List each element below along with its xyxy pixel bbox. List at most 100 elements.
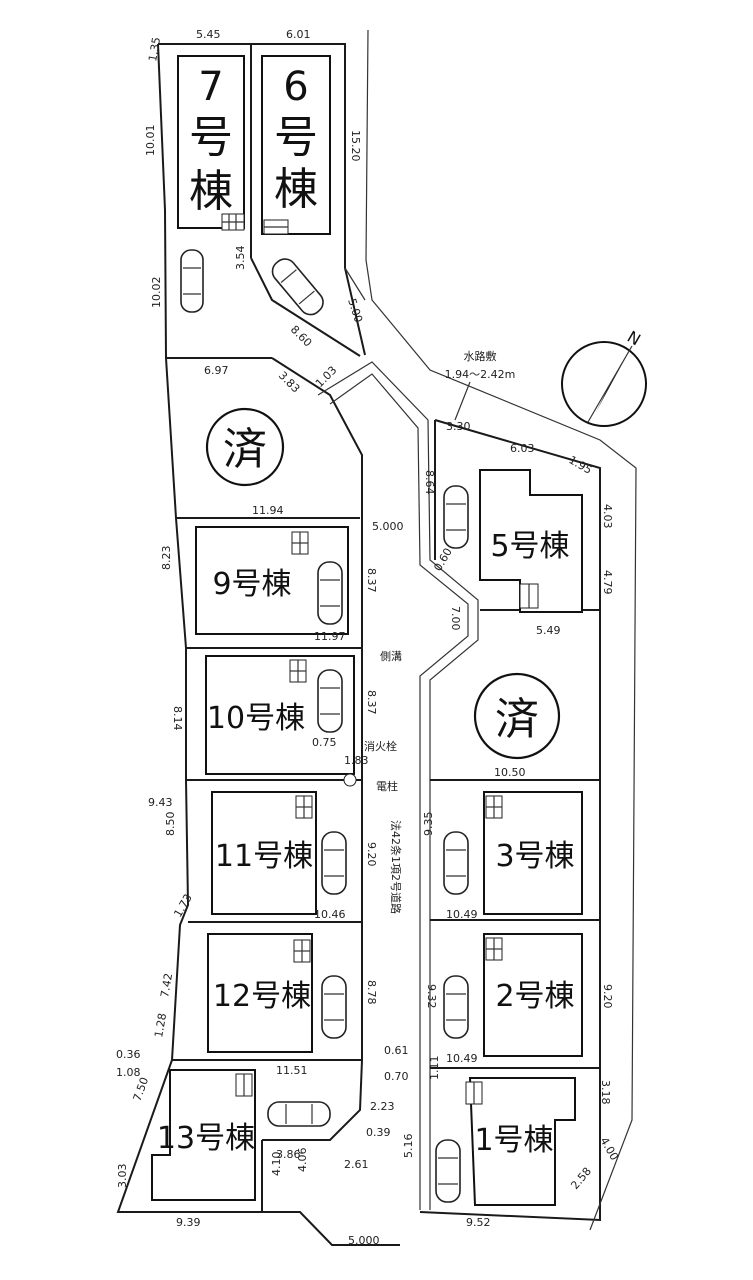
waterway-label: 水路敷 bbox=[464, 349, 497, 363]
lot3-label: 3号棟 bbox=[495, 839, 574, 874]
dim-1049b: 10.49 bbox=[446, 1052, 478, 1065]
dimension-labels: 5.45 6.01 1.35 10.01 15.20 10.02 3.54 8.… bbox=[116, 28, 621, 1247]
dim-850: 8.50 bbox=[164, 812, 177, 837]
dim-261: 2.61 bbox=[344, 1158, 369, 1171]
dim-403: 4.03 bbox=[601, 504, 614, 529]
building-5 bbox=[479, 469, 583, 613]
lot7-number: 7 bbox=[198, 64, 223, 110]
dim-135: 1.35 bbox=[146, 36, 163, 62]
dim-183: 1.83 bbox=[344, 754, 369, 767]
buildings bbox=[151, 55, 583, 1206]
dim-195: 1.95 bbox=[567, 453, 595, 477]
lot7-go: 号 bbox=[189, 112, 233, 163]
dim-864: 8.64 bbox=[423, 470, 436, 495]
lot11-label: 11号棟 bbox=[215, 839, 313, 874]
dim-516: 5.16 bbox=[402, 1134, 415, 1159]
dim-837a: 8.37 bbox=[365, 568, 378, 593]
lot6-go: 号 bbox=[274, 112, 318, 163]
lot13-label: 13号棟 bbox=[157, 1121, 255, 1156]
north-arrow: N bbox=[561, 327, 647, 427]
dim-1197: 11.97 bbox=[314, 630, 346, 643]
lot2-label: 2号棟 bbox=[495, 979, 574, 1014]
dim-601: 6.01 bbox=[286, 28, 311, 41]
dim-549: 5.49 bbox=[536, 624, 561, 637]
dim-410: 4.10 bbox=[270, 1152, 283, 1177]
dim-1520: 15.20 bbox=[349, 130, 362, 162]
stair-markers bbox=[221, 213, 539, 1105]
dim-386: 3.86 bbox=[276, 1148, 301, 1161]
lot12-label: 12号棟 bbox=[213, 979, 311, 1014]
car-lot12 bbox=[321, 975, 347, 1039]
pole-label: 電柱 bbox=[376, 779, 398, 793]
dim-1001: 10.01 bbox=[144, 125, 157, 157]
dim-700: 7.00 bbox=[449, 606, 462, 631]
dim-330: 3.30 bbox=[446, 420, 471, 433]
car-lot6 bbox=[271, 258, 324, 316]
dim-603: 6.03 bbox=[510, 442, 535, 455]
dim-039: 0.39 bbox=[366, 1126, 391, 1139]
lot7-tou: 棟 bbox=[189, 166, 233, 217]
dim-1151: 11.51 bbox=[276, 1064, 308, 1077]
dim-318: 3.18 bbox=[599, 1080, 612, 1105]
curb-label: 側溝 bbox=[380, 650, 402, 663]
car-lot1 bbox=[435, 1139, 461, 1203]
dim-223: 2.23 bbox=[370, 1100, 395, 1113]
dim-258: 2.58 bbox=[568, 1165, 594, 1192]
dim-103: 1.03 bbox=[313, 364, 340, 391]
lot6-tou: 棟 bbox=[274, 164, 318, 215]
north-label: N bbox=[624, 327, 644, 349]
lot6-number: 6 bbox=[283, 64, 308, 110]
waterway-width: 1.94〜2.42m bbox=[445, 368, 516, 381]
lot10-label: 10号棟 bbox=[207, 701, 305, 736]
dim-354: 3.54 bbox=[234, 246, 247, 271]
dim-036: 0.36 bbox=[116, 1048, 141, 1061]
dim-383: 3.83 bbox=[276, 369, 303, 396]
dim-860: 8.60 bbox=[288, 323, 315, 350]
car-lot3 bbox=[443, 831, 469, 895]
dim-814: 8.14 bbox=[171, 706, 184, 731]
dim-697: 6.97 bbox=[204, 364, 229, 377]
dim-070: 0.70 bbox=[384, 1070, 409, 1083]
dim-939: 9.39 bbox=[176, 1216, 201, 1229]
car-lot10 bbox=[317, 669, 343, 733]
parcel-lines bbox=[116, 29, 637, 1246]
dim-1049a: 10.49 bbox=[446, 908, 478, 921]
annotations: 水路敷 1.94〜2.42m 法42条1項2号道路 側溝 消火栓 電柱 bbox=[343, 349, 516, 914]
dim-1050: 10.50 bbox=[494, 766, 526, 779]
dim-952: 9.52 bbox=[466, 1216, 491, 1229]
dim-1046: 10.46 bbox=[314, 908, 346, 921]
dim-108: 1.08 bbox=[116, 1066, 141, 1079]
dim-943: 9.43 bbox=[148, 796, 173, 809]
dim-111: 1.11 bbox=[428, 1056, 441, 1081]
dim-935: 9.35 bbox=[422, 812, 435, 837]
dim-920b: 9.20 bbox=[601, 984, 614, 1009]
dim-5000b: 5.000 bbox=[348, 1234, 380, 1247]
building-13 bbox=[151, 1069, 256, 1201]
dim-878: 8.78 bbox=[365, 980, 378, 1005]
dim-932: 9.32 bbox=[425, 984, 438, 1009]
car-lot7 bbox=[180, 249, 204, 313]
dim-479: 4.79 bbox=[601, 570, 614, 595]
lot-labels: 7 号 棟 6 号 棟 5号棟 9号棟 10号棟 11号棟 12号棟 13号棟 … bbox=[157, 64, 575, 1158]
car-lot2 bbox=[443, 975, 469, 1039]
dim-500a: 5.00 bbox=[345, 297, 365, 324]
building-7 bbox=[177, 55, 245, 229]
dim-075: 0.75 bbox=[312, 736, 337, 749]
dim-545: 5.45 bbox=[196, 28, 221, 41]
dim-920a: 9.20 bbox=[365, 842, 378, 867]
dim-750: 7.50 bbox=[131, 1076, 152, 1103]
dim-173: 1.73 bbox=[171, 892, 195, 920]
building-6 bbox=[261, 55, 331, 235]
car-lot13 bbox=[267, 1101, 331, 1127]
dim-1002: 10.02 bbox=[150, 277, 163, 309]
dim-742: 7.42 bbox=[158, 972, 175, 998]
dim-837b: 8.37 bbox=[365, 690, 378, 715]
dim-061: 0.61 bbox=[384, 1044, 409, 1057]
car-lot9 bbox=[317, 561, 343, 625]
sold-mark-right: 済 bbox=[495, 694, 539, 745]
building-1 bbox=[468, 1077, 576, 1206]
lot9-label: 9号棟 bbox=[212, 567, 291, 602]
dim-303: 3.03 bbox=[116, 1164, 129, 1189]
dim-406: 4.06 bbox=[296, 1148, 309, 1173]
